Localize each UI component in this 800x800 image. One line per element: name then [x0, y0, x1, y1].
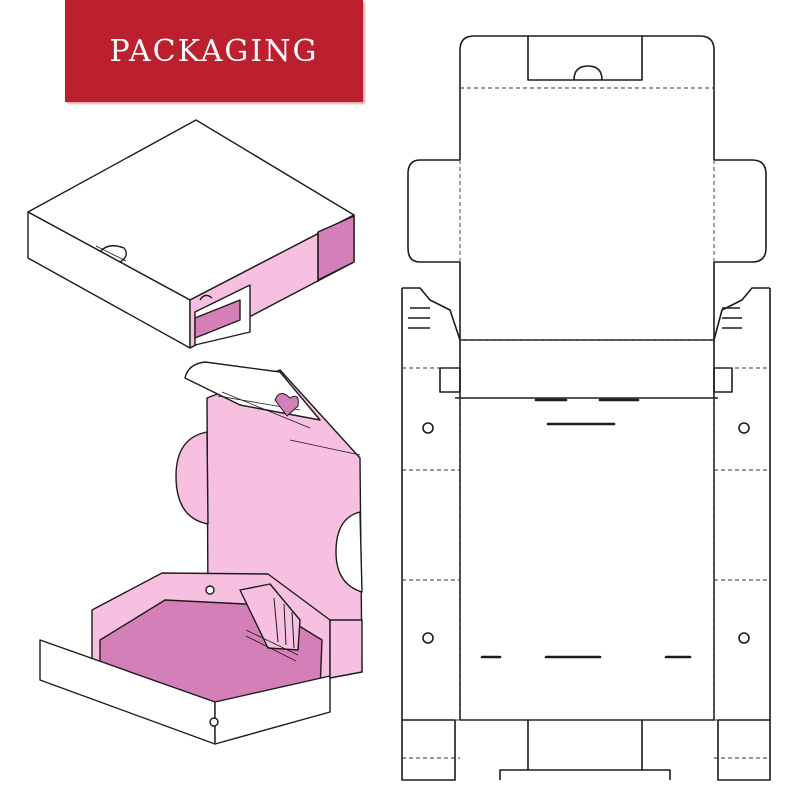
dieline-base-panel — [459, 340, 715, 721]
dieline-template — [401, 35, 771, 781]
packaging-banner: PACKAGING — [65, 0, 363, 102]
dieline-right-ear — [714, 159, 767, 263]
open-box — [39, 361, 363, 745]
dieline-top-flap — [459, 35, 715, 160]
banner-title: PACKAGING — [109, 33, 319, 69]
dieline-fold-lines — [402, 87, 770, 759]
dieline-left-ear — [407, 159, 460, 263]
closed-box — [27, 119, 355, 349]
